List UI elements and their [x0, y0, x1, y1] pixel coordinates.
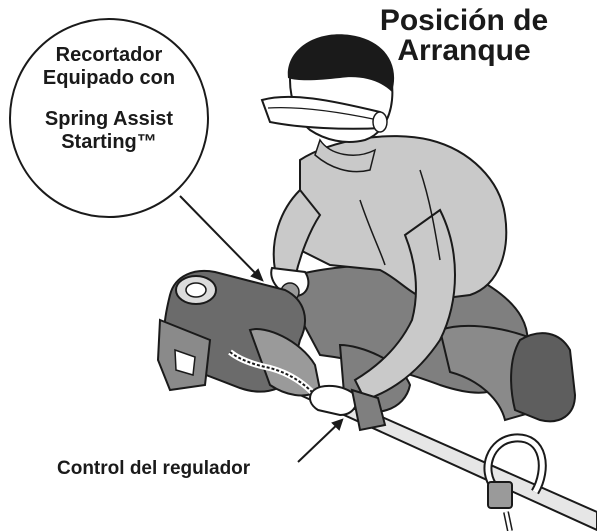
engine-housing	[156, 270, 322, 397]
callout-text-bottom: Spring Assist Starting™	[11, 108, 207, 154]
trimmer-loop-handle	[483, 433, 547, 531]
throttle-arrow	[297, 418, 344, 463]
callout-line-4: Starting™	[61, 131, 157, 153]
throttle-control-label: Control del regulador	[57, 458, 251, 479]
page-title: Posición de Arranque	[349, 6, 579, 66]
title-line-2: Arranque	[397, 34, 531, 67]
callout-bubble: Recortador Equipado con Spring Assist St…	[9, 18, 209, 218]
title-line-1: Posición de	[379, 4, 549, 37]
callout-arrow	[179, 195, 264, 282]
callout-line-2: Equipado con	[42, 67, 176, 89]
pants	[278, 264, 577, 423]
callout-line-1: Recortador	[55, 44, 163, 66]
callout-text-top: Recortador Equipado con	[11, 44, 207, 90]
callout-line-3: Spring Assist	[44, 108, 174, 130]
throttle-hand	[309, 384, 387, 432]
head	[260, 34, 395, 173]
